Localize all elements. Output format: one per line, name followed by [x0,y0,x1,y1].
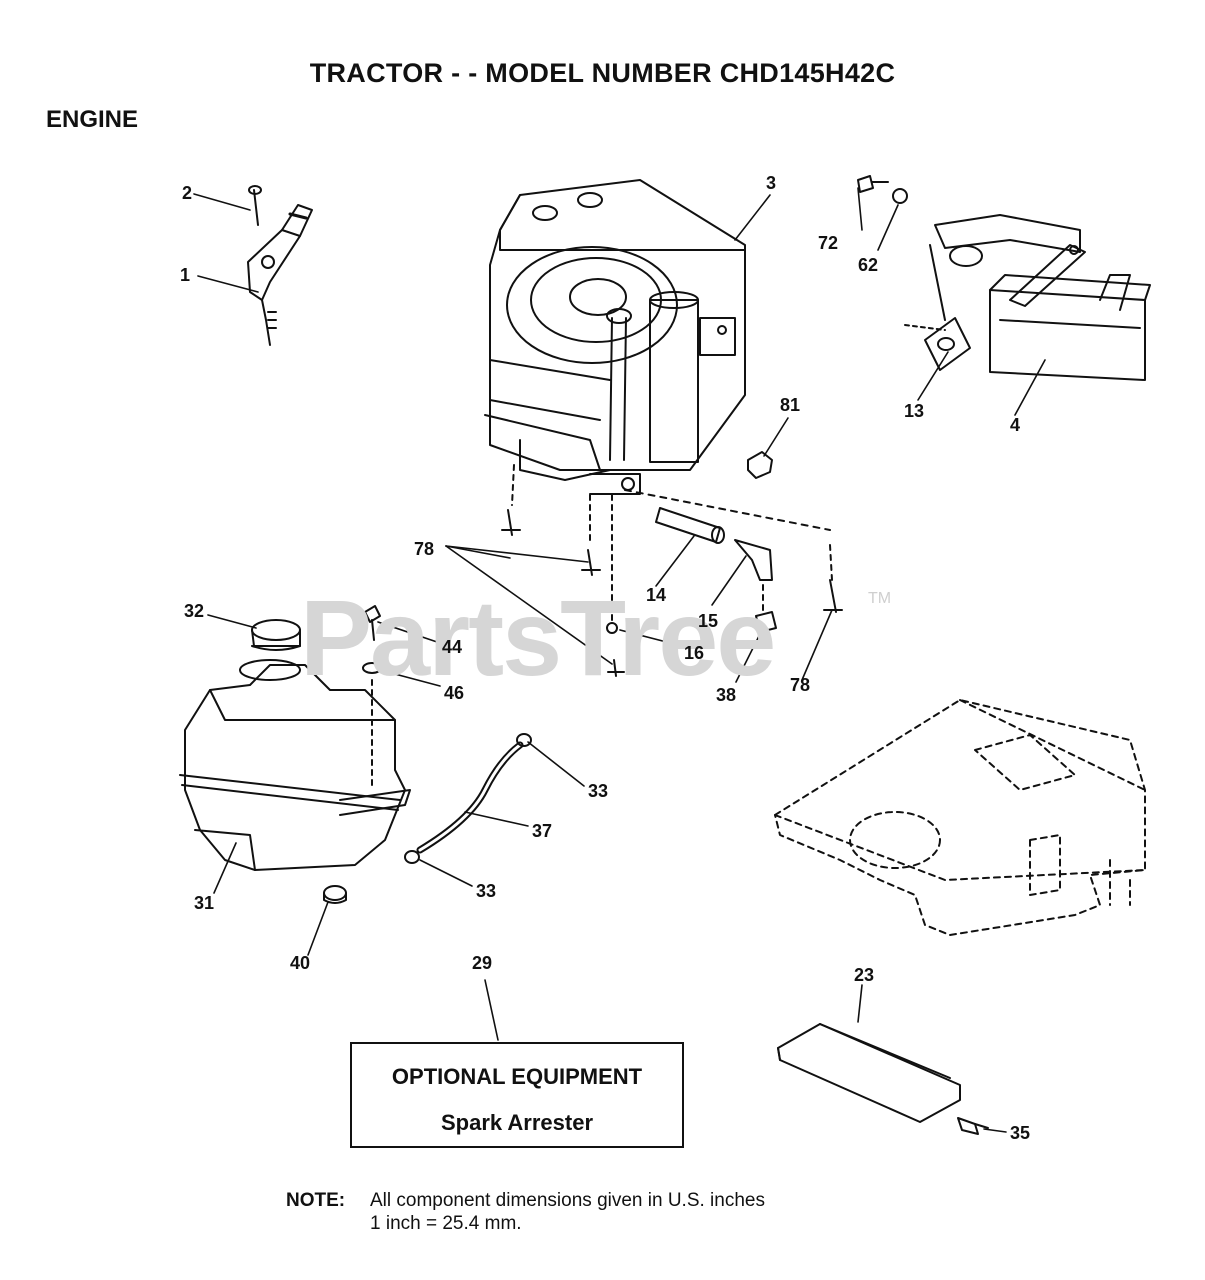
callout-2: 2 [182,183,193,203]
note-line-2: 1 inch = 25.4 mm. [370,1213,522,1234]
throttle-control-assembly [247,185,313,346]
note-line-1: All component dimensions given in U.S. i… [370,1190,765,1211]
optional-equipment-title: OPTIONAL EQUIPMENT [391,1064,643,1089]
callout-13: 13 [904,401,925,421]
optional-equipment-box: OPTIONAL EQUIPMENT Spark Arrester [350,1042,684,1148]
callout-23: 23 [854,965,875,985]
watermark-trademark: TM [868,590,892,607]
callout-44: 44 [442,637,463,657]
note-label: NOTE: [286,1190,346,1211]
callout-35: 35 [1010,1123,1031,1143]
callout-leader-lines [193,187,1046,1133]
callout-33-lower: 33 [476,881,497,901]
callout-14: 14 [646,585,667,605]
callout-78-frame: 78 [790,675,811,695]
callout-1: 1 [180,265,191,285]
callout-46: 46 [444,683,465,703]
callout-29: 29 [472,953,493,973]
fuel-line-assembly [404,733,532,864]
callout-31: 31 [194,893,215,913]
callout-16: 16 [684,643,705,663]
callout-37: 37 [532,821,553,841]
heat-shield [777,1023,989,1135]
callout-3: 3 [766,173,777,193]
callout-32: 32 [184,601,205,621]
callout-72: 72 [818,233,839,253]
callout-81: 81 [780,395,801,415]
engine-fasteners [501,451,843,677]
callout-38: 38 [716,685,737,705]
callout-40: 40 [290,953,311,973]
callout-15: 15 [698,611,719,631]
callout-33-upper: 33 [588,781,609,801]
fuel-tank-assembly [179,605,411,904]
muffler-assembly [857,175,1151,381]
callout-62: 62 [858,255,879,275]
callout-78-engine: 78 [414,539,435,559]
watermark-text: PartsTree [300,577,776,698]
callout-4: 4 [1010,415,1021,435]
tractor-frame-outline [774,699,1146,936]
engine-illustration [484,179,746,495]
section-heading: ENGINE [46,106,139,133]
optional-equipment-item: Spark Arrester [440,1110,594,1135]
page-title: TRACTOR - - MODEL NUMBER CHD145H42C [309,58,896,88]
